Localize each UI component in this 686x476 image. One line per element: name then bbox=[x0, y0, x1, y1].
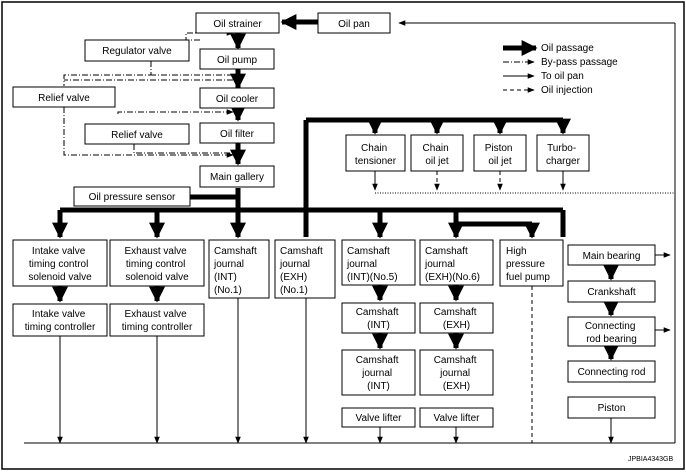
box-oil-filter: Oil filter bbox=[199, 122, 275, 144]
box-main-bearing: Main bearing bbox=[567, 244, 656, 266]
legend-oil-passage-label: Oil passage bbox=[541, 43, 594, 54]
box-camshaft-journal-int-no1: Camshaft journal (INT) (No.1) bbox=[208, 239, 270, 299]
box-piston-oil-jet: Piston oil jet bbox=[473, 134, 527, 172]
camshaft-journal-int-no1-label: Camshaft journal (INT) (No.1) bbox=[213, 246, 260, 296]
turbocharger-label: Turbo- charger bbox=[546, 143, 581, 167]
box-oil-pan: Oil pan bbox=[317, 12, 391, 34]
box-valve-lifter-int: Valve lifter bbox=[341, 407, 416, 428]
box-camshaft-journal-exh-no1: Camshaft journal (EXH) (No.1) bbox=[274, 239, 336, 299]
exhaust-vtc-label: Exhaust valve timing controller bbox=[122, 309, 193, 333]
connecting-rod-bearing-label: Connecting rod bearing bbox=[585, 321, 638, 345]
legend-bypass-label: By-pass passage bbox=[541, 57, 618, 68]
box-relief-valve-2: Relief valve bbox=[84, 123, 190, 145]
chain-oil-jet-label: Chain oil jet bbox=[423, 143, 452, 167]
oil-pump-label: Oil pump bbox=[217, 55, 257, 66]
relief-valve-1-label: Relief valve bbox=[38, 93, 90, 104]
oil-injection-lines bbox=[434, 171, 533, 443]
legend-oil-injection-label: Oil injection bbox=[541, 85, 593, 96]
box-camshaft-journal-exh: Camshaft journal (EXH) bbox=[419, 349, 494, 396]
camshaft-journal-exh-no1-label: Camshaft journal (EXH) (No.1) bbox=[279, 246, 326, 296]
oil-cooler-label: Oil cooler bbox=[216, 94, 259, 105]
box-camshaft-journal-int: Camshaft journal (INT) bbox=[341, 349, 416, 396]
oil-strainer-label: Oil strainer bbox=[213, 19, 262, 30]
piston-oil-jet-label: Piston oil jet bbox=[485, 143, 516, 167]
box-camshaft-int: Camshaft (INT) bbox=[341, 302, 416, 334]
camshaft-int-label: Camshaft (INT) bbox=[356, 307, 402, 331]
box-main-gallery: Main gallery bbox=[199, 165, 275, 188]
main-gallery-label: Main gallery bbox=[210, 172, 264, 183]
box-chain-tensioner: Chain tensioner bbox=[345, 134, 406, 172]
box-oil-strainer: Oil strainer bbox=[195, 12, 280, 34]
connecting-rod-label: Connecting rod bbox=[578, 367, 646, 378]
oil-pan-label: Oil pan bbox=[338, 19, 370, 30]
oil-filter-label: Oil filter bbox=[220, 129, 255, 140]
valve-lifter-exh-label: Valve lifter bbox=[434, 413, 481, 424]
piston-label: Piston bbox=[598, 403, 626, 414]
box-intake-vtc-solenoid: Intake valve timing control solenoid val… bbox=[12, 239, 108, 287]
box-intake-vtc: Intake valve timing controller bbox=[12, 303, 108, 337]
box-regulator-valve: Regulator valve bbox=[84, 39, 190, 62]
legend-to-oil-pan-label: To oil pan bbox=[541, 71, 584, 82]
box-camshaft-journal-exh-no6: Camshaft journal (EXH)(No.6) bbox=[419, 239, 494, 286]
box-piston: Piston bbox=[567, 396, 656, 419]
box-oil-pump: Oil pump bbox=[199, 48, 275, 70]
camshaft-journal-int-no5-label: Camshaft journal (INT)(No.5) bbox=[346, 246, 398, 283]
oil-pressure-sensor-label: Oil pressure sensor bbox=[89, 192, 176, 203]
camshaft-exh-label: Camshaft (EXH) bbox=[434, 307, 480, 331]
box-oil-cooler: Oil cooler bbox=[199, 87, 275, 109]
box-exhaust-vtc-solenoid: Exhaust valve timing control solenoid va… bbox=[109, 239, 205, 287]
box-chain-oil-jet: Chain oil jet bbox=[410, 134, 464, 172]
return-to-oil-pan-lines bbox=[24, 20, 676, 444]
box-high-pressure-fuel-pump: High pressure fuel pump bbox=[499, 239, 564, 287]
box-camshaft-exh: Camshaft (EXH) bbox=[419, 302, 494, 334]
intake-vtc-label: Intake valve timing controller bbox=[25, 309, 96, 333]
legend: Oil passage By-pass passage To oil pan O… bbox=[503, 39, 618, 96]
regulator-valve-label: Regulator valve bbox=[102, 46, 172, 57]
box-oil-pressure-sensor: Oil pressure sensor bbox=[73, 186, 191, 207]
high-pressure-fuel-pump-label: High pressure fuel pump bbox=[506, 246, 550, 283]
intake-vtc-solenoid-label: Intake valve timing control solenoid val… bbox=[28, 246, 92, 283]
box-crankshaft: Crankshaft bbox=[567, 280, 656, 303]
box-camshaft-journal-int-no5: Camshaft journal (INT)(No.5) bbox=[341, 239, 416, 286]
exhaust-vtc-solenoid-label: Exhaust valve timing control solenoid va… bbox=[124, 246, 189, 283]
relief-valve-2-label: Relief valve bbox=[111, 130, 163, 141]
valve-lifter-int-label: Valve lifter bbox=[356, 413, 403, 424]
figure-code: JPBIA4343GB bbox=[628, 456, 673, 463]
box-connecting-rod-bearing: Connecting rod bearing bbox=[567, 316, 656, 347]
oil-passage-lines bbox=[51, 13, 620, 361]
camshaft-journal-exh-label: Camshaft journal (EXH) bbox=[434, 355, 480, 392]
camshaft-journal-int-label: Camshaft journal (INT) bbox=[356, 355, 402, 392]
crankshaft-label: Crankshaft bbox=[587, 287, 636, 298]
box-relief-valve-1: Relief valve bbox=[12, 86, 116, 108]
box-valve-lifter-exh: Valve lifter bbox=[419, 407, 494, 428]
box-connecting-rod: Connecting rod bbox=[567, 360, 656, 383]
main-bearing-label: Main bearing bbox=[583, 251, 641, 262]
box-turbocharger: Turbo- charger bbox=[536, 134, 590, 172]
camshaft-journal-exh-no6-label: Camshaft journal (EXH)(No.6) bbox=[424, 246, 480, 283]
box-exhaust-vtc: Exhaust valve timing controller bbox=[109, 303, 205, 337]
chain-tensioner-label: Chain tensioner bbox=[355, 143, 397, 167]
